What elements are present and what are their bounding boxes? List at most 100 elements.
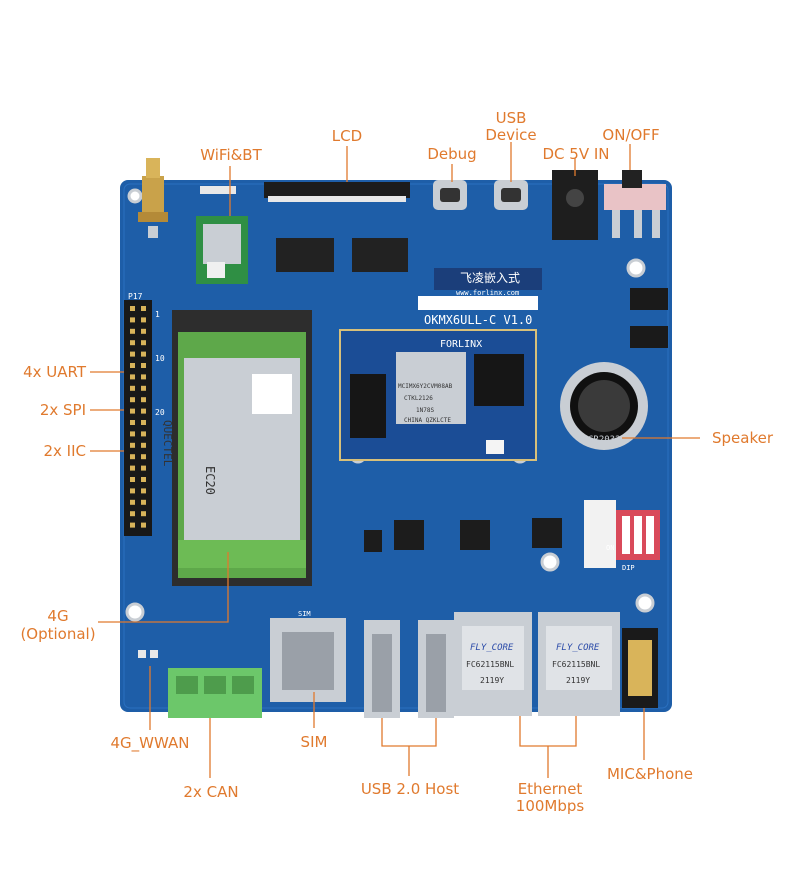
header-pin [130, 420, 135, 425]
label-can: 2x CAN [183, 783, 239, 801]
module-brand-text: QUECTEL [161, 420, 174, 467]
header-pin [141, 306, 146, 311]
label-wifi-bt: WiFi&BT [200, 146, 262, 164]
header-pin [130, 511, 135, 517]
label-ethernet-1: Ethernet [517, 780, 583, 798]
header-pin [141, 397, 146, 403]
header-pin [141, 431, 146, 437]
header-pin [130, 499, 135, 505]
can-terminal-block [168, 668, 262, 718]
label-spi: 2x SPI [39, 401, 86, 419]
usb-host-ports [364, 620, 454, 718]
header-pin [141, 408, 146, 414]
label-iic: 2x IIC [43, 442, 86, 460]
header-pin [130, 340, 135, 346]
header-pin [141, 442, 146, 448]
label-dc-in: DC 5V IN [542, 145, 610, 163]
header-pin [141, 374, 146, 380]
sim-holder [270, 618, 346, 702]
header-pin [130, 522, 135, 528]
som-chip-line1: MCIMX6Y2CVM08AB [398, 383, 453, 390]
label-speaker: Speaker [712, 429, 774, 447]
header-pin [130, 408, 135, 414]
header-pin [141, 522, 146, 528]
module-model-text: EC20 [203, 466, 217, 495]
label-debug: Debug [427, 145, 477, 163]
sim-ref: SIM [298, 610, 311, 618]
4g-module [172, 310, 312, 586]
header-pin [141, 420, 146, 425]
wifi-module [196, 216, 248, 284]
header-pin [130, 431, 135, 437]
dip-switch [616, 510, 660, 560]
dip-label: DIP [622, 564, 635, 572]
header-pin [130, 363, 135, 368]
label-sim: SIM [300, 733, 328, 751]
header-pin [141, 454, 146, 460]
usb-device-connector [494, 180, 528, 210]
header-pin [141, 363, 146, 368]
eth1-brand: FLY_CORE [470, 643, 514, 653]
label-usb-host: USB 2.0 Host [360, 780, 460, 798]
header-pin [130, 477, 135, 482]
header-pin [130, 442, 135, 448]
som-chip-line3: 1N78S [416, 407, 435, 414]
label-wwan: 4G_WWAN [110, 734, 190, 752]
header-pin [130, 351, 135, 357]
audio-jack [622, 628, 658, 708]
pin-1-label: 1 [155, 310, 160, 319]
header-pin [141, 511, 146, 517]
header-pin [130, 454, 135, 460]
brand-banner [418, 268, 542, 310]
on-off-switch [604, 170, 666, 238]
som-module [339, 329, 537, 461]
label-lcd: LCD [331, 127, 363, 145]
battery-text: CR2032 [588, 435, 621, 445]
som-chip-line2: CTKL2126 [404, 395, 433, 402]
label-mic-phone: MIC&Phone [606, 765, 693, 783]
eth2-model: FC62115BNL [552, 660, 601, 669]
label-usb-device-1: USB [495, 109, 527, 127]
som-chip-line4: CHINA QZKLCTE [404, 417, 451, 424]
header-ref: P17 [128, 292, 143, 301]
brand-cn-text: 飞凌嵌入式 [460, 271, 521, 285]
website-text: www.forlinx.com [456, 289, 520, 297]
on-label: ON [606, 544, 615, 552]
header-pin [141, 328, 146, 334]
speaker-connector [584, 500, 616, 544]
label-ethernet-2: 100Mbps [515, 797, 585, 815]
header-pin [130, 306, 135, 311]
header-pin [130, 328, 135, 334]
eth2-brand: FLY_CORE [556, 643, 600, 653]
label-4g-1: 4G [47, 607, 69, 625]
pin-header [124, 300, 152, 536]
header-pin [130, 397, 135, 403]
header-pin [141, 317, 146, 323]
eth1-date: 2119Y [480, 676, 505, 685]
header-pin [141, 351, 146, 357]
som-brand-text: FORLINX [440, 339, 483, 350]
label-on-off: ON/OFF [602, 126, 660, 144]
eth1-model: FC62115BNL [466, 660, 515, 669]
pin-20-label: 20 [155, 408, 165, 417]
sma-antenna-connector [138, 158, 168, 238]
dc-jack [552, 170, 598, 240]
header-pin [141, 465, 146, 471]
board-model-text: OKMX6ULL-C V1.0 [424, 313, 533, 327]
header-pin [130, 374, 135, 380]
header-pin [141, 340, 146, 346]
pin-10-label: 10 [155, 354, 165, 363]
header-pin [130, 488, 135, 494]
debug-usb-c [433, 180, 467, 210]
label-4g-2: (Optional) [20, 625, 96, 643]
coin-battery [560, 362, 648, 450]
eth2-date: 2119Y [566, 676, 591, 685]
ethernet-ports [454, 612, 620, 716]
header-pin [130, 465, 135, 471]
header-pin [130, 385, 135, 391]
header-pin [141, 477, 146, 482]
label-uart: 4x UART [23, 363, 86, 381]
header-pin [141, 385, 146, 391]
